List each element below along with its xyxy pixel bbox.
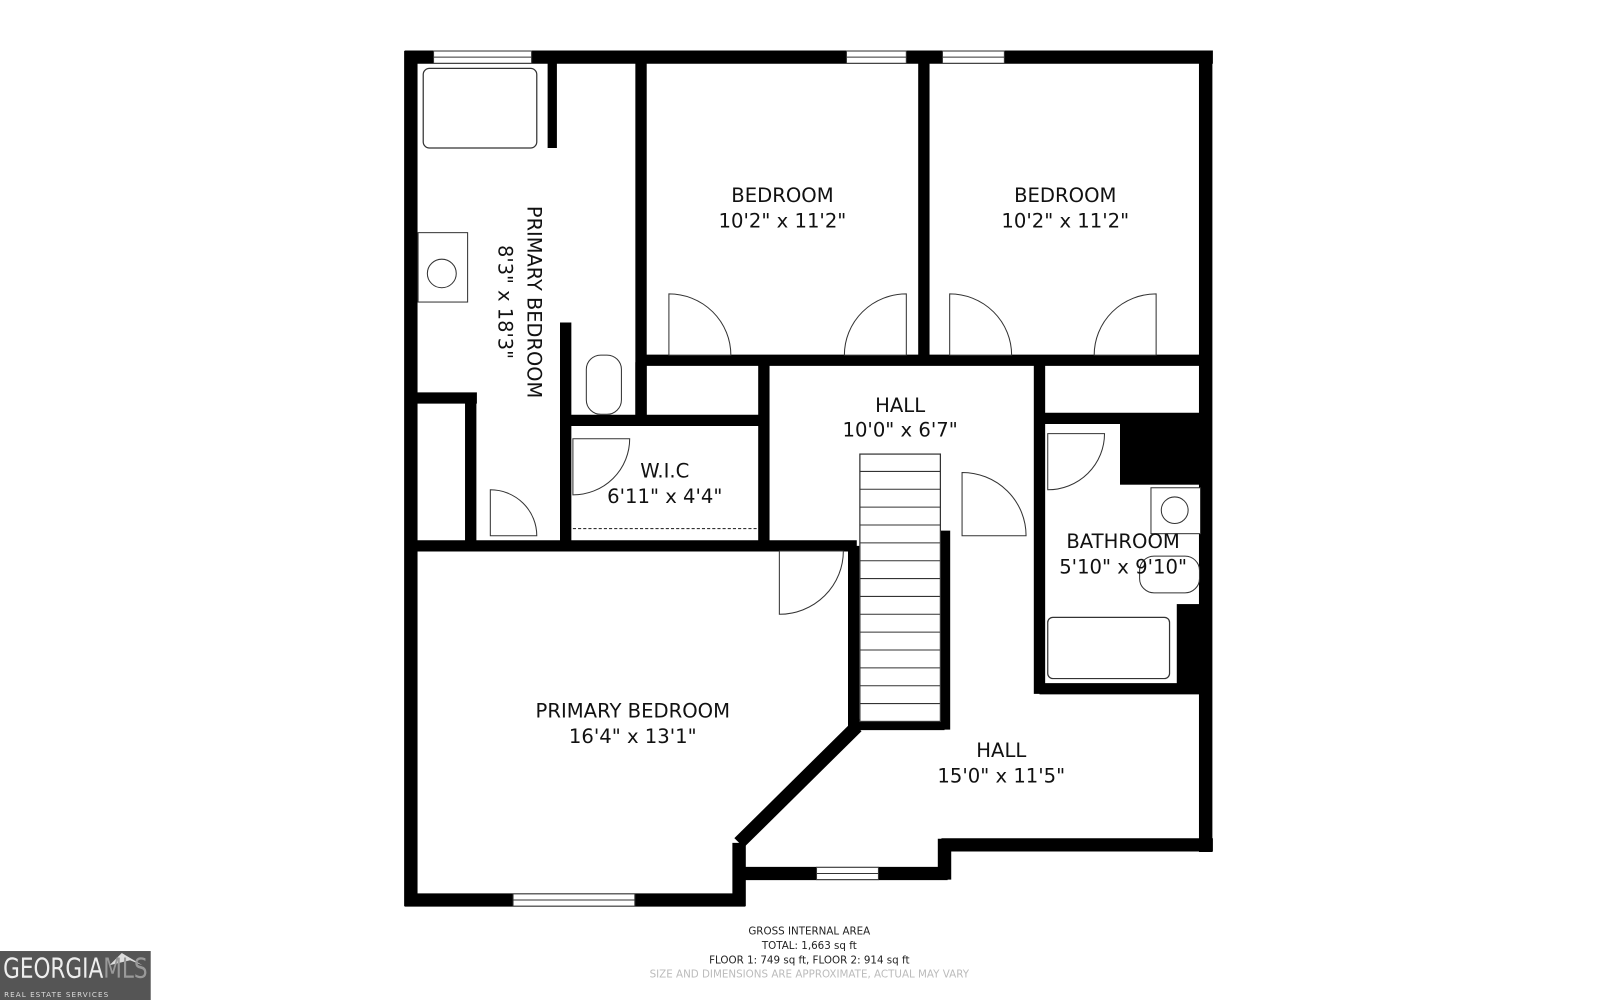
- walls: [404, 50, 1213, 907]
- toilet: [1139, 555, 1200, 594]
- bathtub: [422, 67, 538, 149]
- doors: [489, 293, 1157, 615]
- room-name-wic: W.I.C: [640, 460, 689, 483]
- staircase: [859, 453, 942, 723]
- room-dims-bedroom-2: 10'2" x 11'2": [1001, 210, 1129, 233]
- fixtures: [417, 67, 1202, 680]
- door-swing: [961, 471, 1027, 537]
- door-swing: [489, 489, 538, 537]
- room-dims-hall-upper: 10'0" x 6'7": [842, 419, 957, 442]
- footer-floors: FLOOR 1: 749 sq ft, FLOOR 2: 914 sq ft: [709, 954, 909, 966]
- svg-text:GEORGIAMLS: GEORGIAMLS: [3, 952, 148, 985]
- door-swing: [572, 438, 631, 496]
- sink-basin: [426, 258, 457, 289]
- door-swing: [1093, 293, 1157, 356]
- room-dims-bedroom-1: 10'2" x 11'2": [719, 210, 847, 233]
- sink-basin: [1160, 496, 1189, 524]
- room-name-bathroom: BATHROOM: [1066, 530, 1180, 553]
- footer-disclaimer: SIZE AND DIMENSIONS ARE APPROXIMATE, ACT…: [650, 969, 970, 981]
- door-swing: [668, 293, 732, 356]
- toilet: [585, 354, 622, 415]
- door-swing: [1047, 433, 1106, 491]
- room-name-primary-bedroom: PRIMARY BEDROOM: [536, 699, 731, 722]
- room-name-hall-lower: HALL: [976, 739, 1026, 762]
- wall-block: [1120, 413, 1203, 485]
- room-dims-hall-lower: 15'0" x 11'5": [937, 765, 1065, 788]
- room-name-hall-upper: HALL: [875, 394, 925, 417]
- room-name-bedroom-2: BEDROOM: [1014, 184, 1116, 207]
- footer-title: GROSS INTERNAL AREA: [748, 926, 870, 938]
- door-swing: [949, 293, 1013, 356]
- room-name-primary-bath: PRIMARY BEDROOM: [522, 206, 545, 398]
- room-dims-primary-bath: 8'3" x 18'3": [494, 245, 517, 359]
- footer-total: TOTAL: 1,663 sq ft: [761, 940, 857, 952]
- room-dims-bathroom: 5'10" x 9'10": [1059, 556, 1187, 579]
- georgia-mls-logo: GEORGIAMLS REAL ESTATE SERVICES: [0, 951, 151, 1000]
- stair-outline: [859, 453, 942, 723]
- wall: [734, 721, 862, 848]
- wall-block: [1176, 604, 1203, 688]
- door-swing: [778, 550, 844, 615]
- door-swing: [843, 293, 907, 356]
- bathtub: [1047, 616, 1171, 680]
- room-dims-wic: 6'11" x 4'4": [607, 485, 722, 508]
- room-name-bedroom-1: BEDROOM: [731, 184, 833, 207]
- svg-text:REAL ESTATE SERVICES: REAL ESTATE SERVICES: [4, 990, 109, 999]
- room-dims-primary-bedroom: 16'4" x 13'1": [569, 725, 697, 748]
